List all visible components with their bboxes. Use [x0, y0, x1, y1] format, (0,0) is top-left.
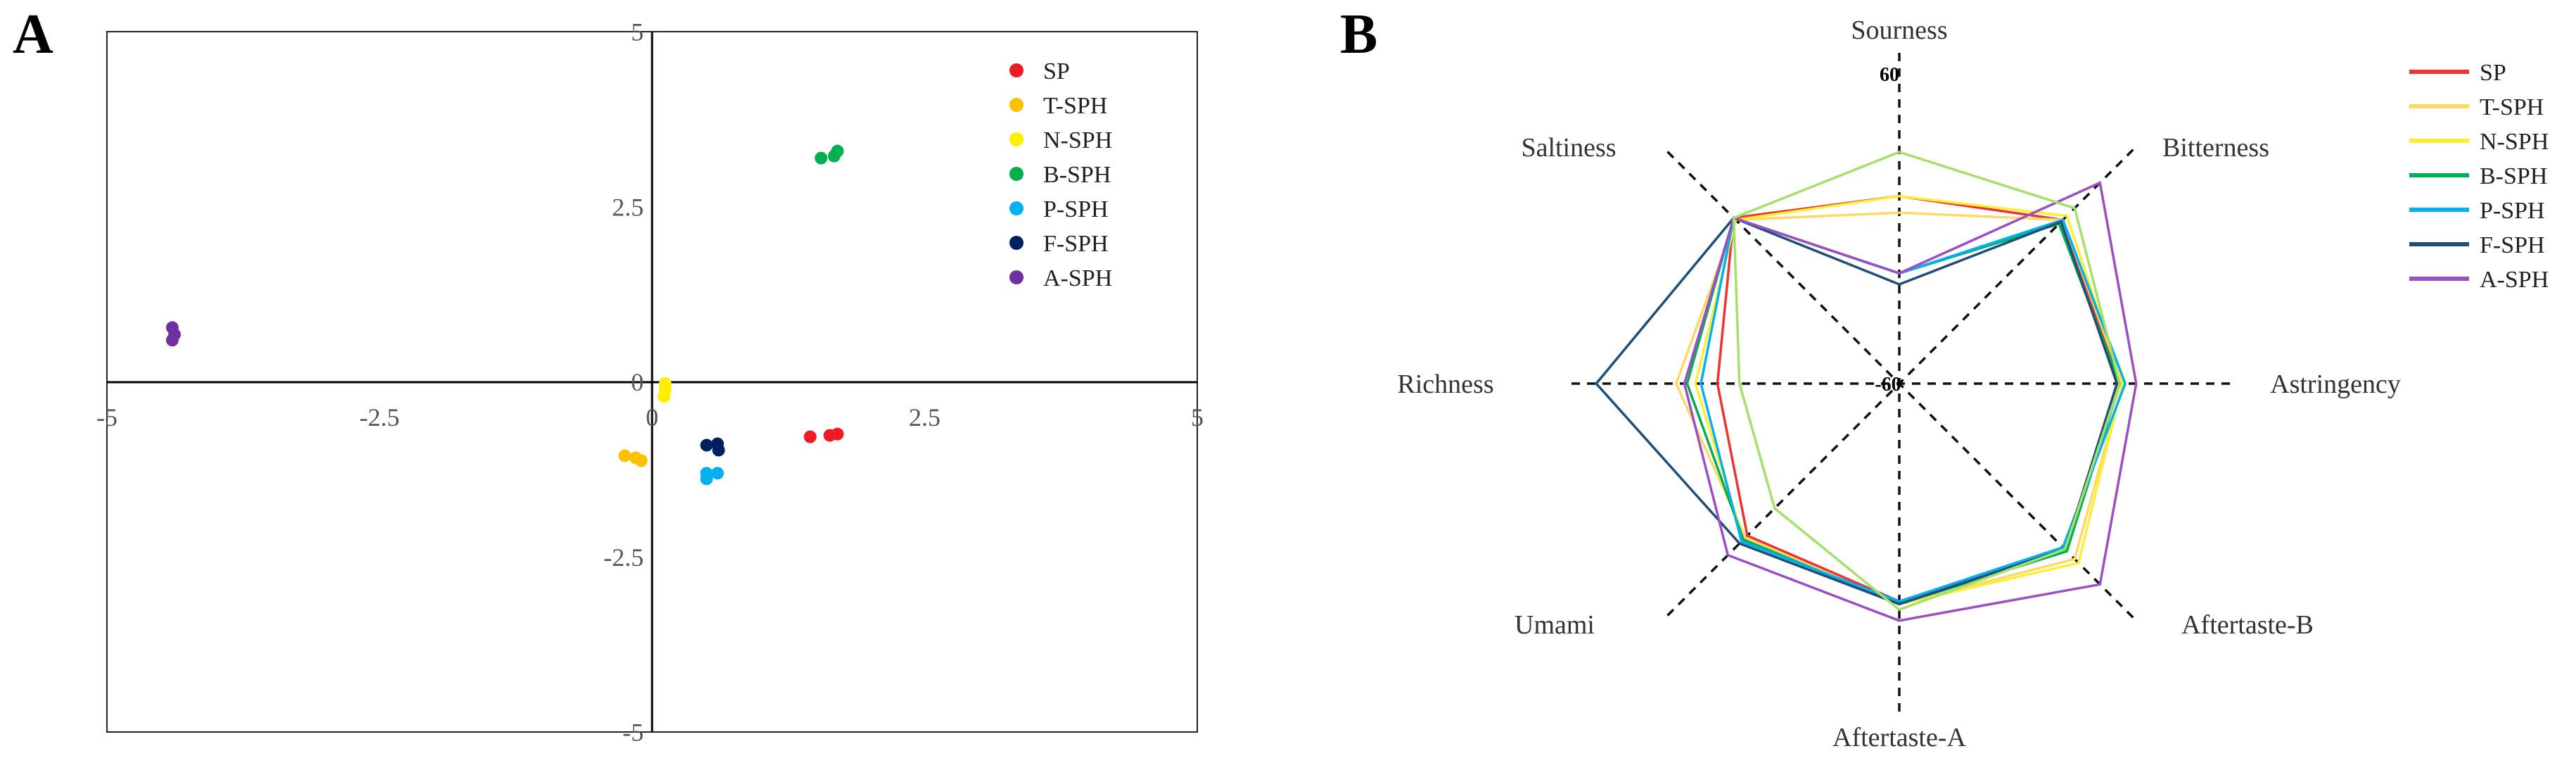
legend-label: B-SPH: [2480, 163, 2547, 189]
legend-label: N-SPH: [1043, 127, 1112, 153]
scatter-point: [166, 334, 179, 347]
scatter-point: [658, 389, 671, 403]
legend-label: F-SPH: [2480, 232, 2545, 258]
panel-b-letter: B: [1340, 4, 1377, 65]
scatter-point: [815, 151, 828, 165]
legend-label: SP: [1043, 58, 1070, 84]
radar-axis-label: Richness: [1397, 370, 1493, 399]
radar-axis-label: Saltiness: [1521, 133, 1616, 163]
radar-series-polygon: [1700, 216, 2127, 603]
scatter-point: [635, 454, 648, 467]
legend-marker: [1009, 236, 1024, 250]
scatter-point: [831, 144, 844, 158]
legend-label: T-SPH: [2480, 94, 2544, 120]
scatter-point: [803, 430, 817, 443]
legend-marker: [1009, 98, 1024, 112]
legend-marker: [1009, 132, 1024, 146]
legend-label: A-SPH: [1043, 265, 1112, 291]
radar-series-polygon: [1716, 194, 2122, 603]
radar-tick-label: -60: [1875, 374, 1901, 396]
legend-marker: [1009, 63, 1024, 77]
radar-axis-label: Bitterness: [2162, 133, 2269, 163]
legend-marker: [1009, 201, 1024, 215]
radar-axis-label: Aftertaste-B: [2181, 610, 2314, 640]
radar-axis-label: Astringency: [2270, 370, 2401, 399]
panel-a-letter: A: [13, 4, 53, 65]
radar-axis-line: [1664, 149, 2134, 619]
legend-label: N-SPH: [2480, 129, 2549, 155]
y-tick-label: -2.5: [604, 543, 644, 572]
legend-marker: [1009, 167, 1024, 181]
radar-series-polygon: [1732, 151, 2122, 612]
scatter-point: [618, 449, 632, 462]
radar-series-polygon: [1594, 216, 2119, 606]
y-tick-label: 0: [631, 368, 644, 396]
y-tick-label: 2.5: [612, 193, 644, 221]
radar-axis-label: Aftertaste-A: [1832, 723, 1966, 752]
legend-label: SP: [2480, 60, 2506, 86]
radar-tick-label: 60: [1880, 64, 1899, 86]
y-tick-label: -5: [623, 719, 644, 747]
legend-label: B-SPH: [1043, 162, 1111, 188]
scatter-point: [700, 472, 713, 486]
x-tick-label: -2.5: [359, 403, 400, 431]
x-tick-label: -5: [96, 403, 117, 431]
radar-axis-label: Umami: [1515, 610, 1595, 640]
legend-label: T-SPH: [1043, 93, 1107, 119]
legend-label: F-SPH: [1043, 231, 1109, 257]
radar-series-polygon: [1683, 181, 2138, 622]
x-tick-label: 2.5: [909, 403, 941, 431]
scatter-point: [712, 443, 725, 457]
radar-axis-label: Sourness: [1851, 15, 1947, 45]
radar-chart-b: 60 -60 SournessBitternessAstringencyAftert…: [1397, 15, 2549, 752]
legend-label: P-SPH: [1043, 196, 1109, 222]
scatter-plot-a: -5 -2.5 0 2.5 5 5 2.5 0 -2.5 -5 SP T-SPH N-SPH B-SPH P…: [96, 18, 1204, 747]
y-tick-label: 5: [631, 18, 644, 46]
legend-label: P-SPH: [2480, 198, 2545, 224]
legend-marker: [1009, 270, 1024, 284]
x-tick-label: 5: [1191, 403, 1204, 431]
scatter-point: [831, 427, 844, 441]
scatter-point: [711, 467, 724, 480]
x-tick-label: 0: [646, 403, 658, 431]
legend-label: A-SPH: [2480, 267, 2549, 293]
scatter-point: [700, 438, 713, 452]
